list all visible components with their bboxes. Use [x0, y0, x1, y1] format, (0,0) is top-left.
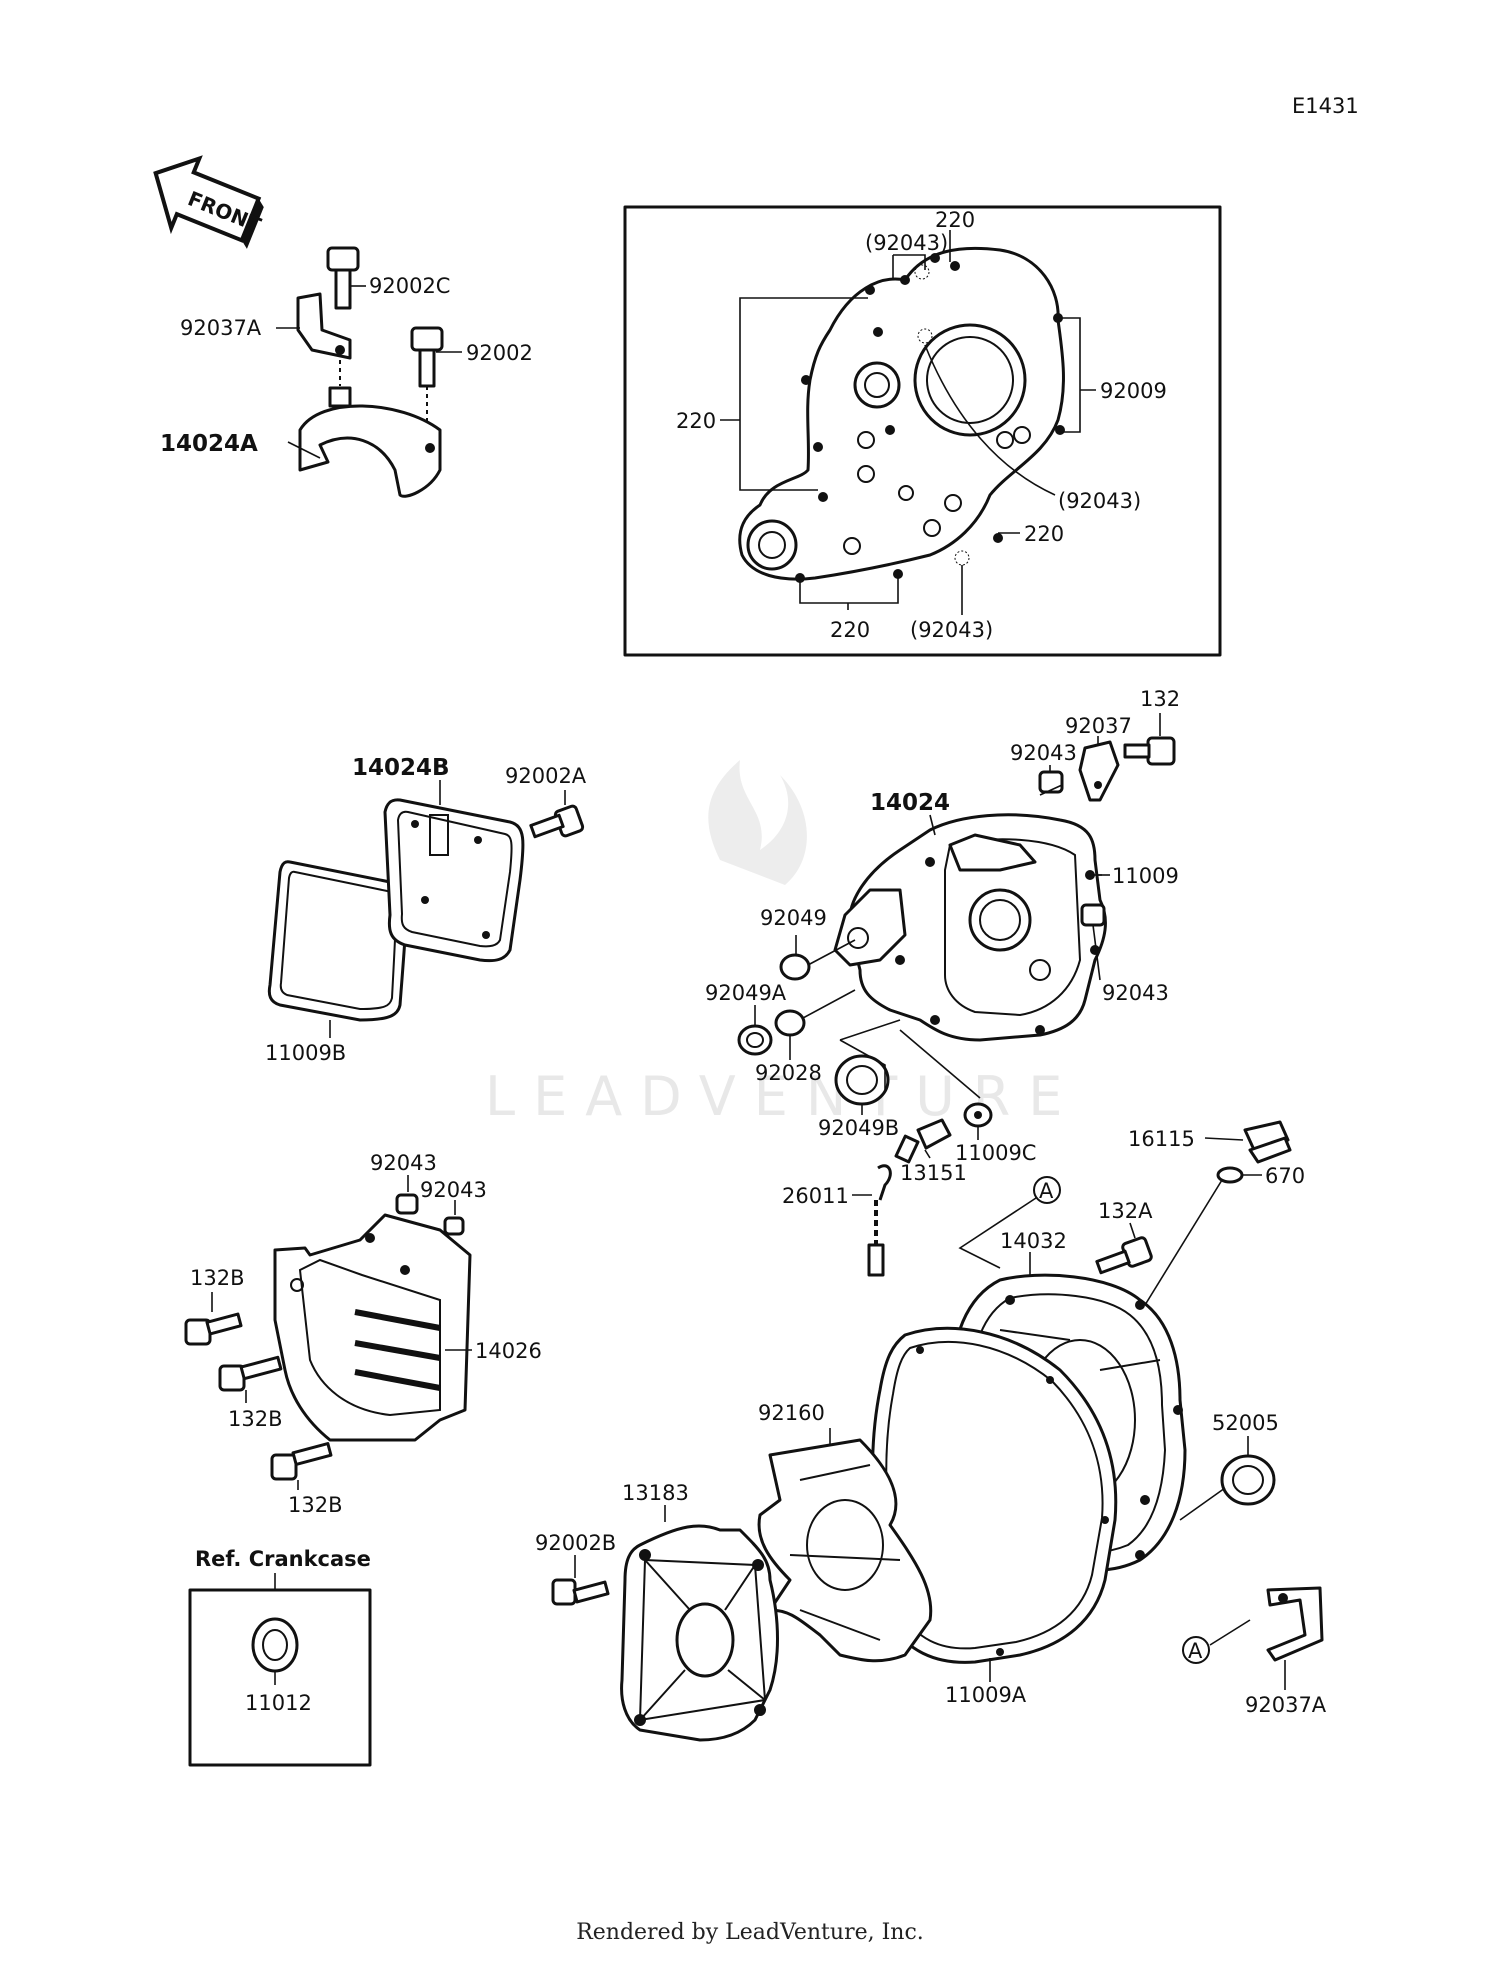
label-220-left: 220: [676, 409, 716, 433]
bolt-92002B: [551, 1578, 610, 1606]
bolt-132B-c: [270, 1442, 333, 1481]
o-ring-670: [1216, 1166, 1244, 1184]
label-A-top: A: [1039, 1179, 1054, 1203]
label-13151: 13151: [900, 1161, 967, 1185]
label-14032: 14032: [1000, 1229, 1067, 1253]
label-92037: 92037: [1065, 714, 1132, 738]
label-132B-a: 132B: [190, 1266, 245, 1290]
ref-crankcase-title: Ref. Crankcase: [195, 1547, 371, 1571]
label-220-top: 220: [935, 208, 975, 232]
clamp-92037A-top: [296, 292, 352, 360]
plug-11012: [251, 1617, 299, 1673]
label-670: 670: [1265, 1164, 1305, 1188]
label-92043-p3: (92043): [910, 618, 993, 642]
cover-14024B: [383, 798, 525, 963]
cover-14024: [833, 813, 1107, 1042]
front-arrow: FRONT: [153, 155, 265, 249]
cover-14026: [273, 1213, 472, 1442]
seal-92049: [779, 953, 811, 981]
label-92043-c: 92043: [370, 1151, 437, 1175]
seal-52005: [1220, 1454, 1276, 1506]
label-14024: 14024: [870, 790, 950, 816]
label-11009: 11009: [1112, 864, 1179, 888]
bushing-92028: [774, 1009, 806, 1037]
dowel-92043-a: [1038, 770, 1064, 794]
cover-13183: [620, 1524, 779, 1742]
ref-A-top: A: [1033, 1176, 1061, 1204]
label-A-bottom: A: [1188, 1639, 1203, 1663]
label-13183: 13183: [622, 1481, 689, 1505]
label-11009B: 11009B: [265, 1041, 346, 1065]
dowel-92043-b: [1080, 903, 1106, 927]
label-92002A: 92002A: [505, 764, 587, 788]
label-92043-d: 92043: [420, 1178, 487, 1202]
bolt-132B-a: [184, 1312, 243, 1346]
label-92043-a: 92043: [1010, 741, 1077, 765]
bolt-92002C: [326, 246, 360, 310]
bolt-132A: [1095, 1236, 1153, 1275]
label-14024A: 14024A: [160, 431, 258, 457]
label-92009: 92009: [1100, 379, 1167, 403]
label-132: 132: [1140, 687, 1180, 711]
label-11009C: 11009C: [955, 1141, 1036, 1165]
ref-A-bottom: A: [1182, 1636, 1210, 1664]
label-92049: 92049: [760, 906, 827, 930]
gasket-11009B: [267, 860, 409, 1022]
label-14024B: 14024B: [352, 755, 450, 781]
label-11012: 11012: [245, 1691, 312, 1715]
cover-14024A: [298, 386, 442, 498]
diagram-code: E1431: [1292, 94, 1359, 118]
label-92002B: 92002B: [535, 1531, 616, 1555]
label-132A: 132A: [1098, 1199, 1153, 1223]
bolt-132B-b: [218, 1355, 283, 1392]
label-92002: 92002: [466, 341, 533, 365]
washer-11009C: [963, 1102, 993, 1128]
plug-16115: [1243, 1120, 1292, 1164]
label-92049B: 92049B: [818, 1116, 899, 1140]
dowel-92043-c: [395, 1193, 419, 1215]
label-92160: 92160: [758, 1401, 825, 1425]
ref-crankcase-box: [188, 1588, 372, 1767]
clamp-92037A-bottom: [1266, 1586, 1324, 1662]
label-16115: 16115: [1128, 1127, 1195, 1151]
label-220-bottom: 220: [830, 618, 870, 642]
label-92037A-top: 92037A: [180, 316, 262, 340]
gasket-11009A: [871, 1326, 1118, 1664]
label-26011: 26011: [782, 1184, 849, 1208]
label-92037A-bottom: 92037A: [1245, 1693, 1327, 1717]
label-92028: 92028: [755, 1061, 822, 1085]
label-92049A: 92049A: [705, 981, 787, 1005]
label-14026: 14026: [475, 1339, 542, 1363]
label-220-right: 220: [1024, 522, 1064, 546]
clamp-92037: [1078, 740, 1120, 802]
dowel-92043-d: [443, 1216, 465, 1236]
label-92043-b: 92043: [1102, 981, 1169, 1005]
seal-92049A: [737, 1024, 773, 1056]
bolt-92002A: [529, 804, 585, 839]
plate-92160: [757, 1438, 933, 1663]
bolt-92002: [410, 326, 444, 388]
label-132B-c: 132B: [288, 1493, 343, 1517]
footer-credit: Rendered by LeadVenture, Inc.: [576, 1920, 924, 1945]
label-92043-p2: (92043): [1058, 489, 1141, 513]
label-92043-p1: (92043): [865, 231, 948, 255]
lead-26011: [867, 1164, 892, 1277]
label-52005: 52005: [1212, 1411, 1279, 1435]
label-92002C: 92002C: [369, 274, 450, 298]
bolt-132: [1123, 736, 1176, 766]
switch-13151: [894, 1118, 952, 1164]
inset-crankcase-outline: [738, 246, 1065, 583]
label-132B-b: 132B: [228, 1407, 283, 1431]
label-11009A: 11009A: [945, 1683, 1027, 1707]
